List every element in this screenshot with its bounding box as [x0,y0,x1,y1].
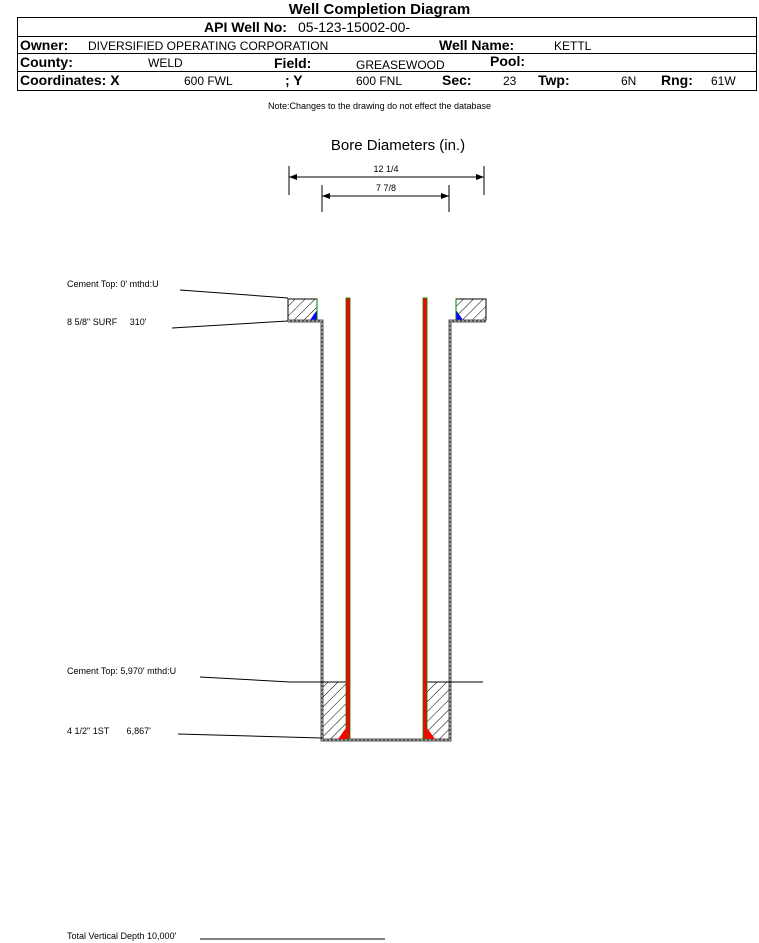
page-title: Well Completion Diagram [288,1,471,18]
leader-line [199,676,291,683]
cement-top-prod-label: Cement Top: 5,970' mthd:U [67,666,176,676]
prod-shoe-right [427,728,435,739]
county-label: County: [20,54,73,70]
leader-line [171,320,289,329]
surface-shoe-left [310,310,317,320]
county-value: WELD [148,56,183,70]
cement-top-surface-label: Cement Top: 0' mthd:U [67,279,159,289]
well-name-label: Well Name: [439,37,515,53]
sec-label: Sec: [442,72,472,88]
field-value: GREASEWOOD [356,58,445,72]
well-name-value: KETTL [554,39,592,53]
rng-label: Rng: [661,72,693,88]
coord-x-label: Coordinates: X [20,72,120,88]
pool-label: Pool: [490,53,525,69]
api-value: 05-123-15002-00- [298,19,411,35]
twp-value: 6N [621,74,637,88]
header-table: API Well No: 05-123-15002-00- Owner: DIV… [17,17,757,91]
rng-value: 61W [711,74,736,88]
owner-value: DIVERSIFIED OPERATING CORPORATION [88,39,329,53]
prod-shoe-left [338,728,346,739]
bore-diameter-2: 7 7/8 [376,183,396,193]
owner-label: Owner: [20,37,69,53]
twp-label: Twp: [538,72,570,88]
coord-x-value: 600 FWL [184,74,233,88]
surface-shoe-right [456,310,463,320]
coord-y-value: 600 FNL [356,74,403,88]
api-label: API Well No: [204,19,287,35]
sec-value: 23 [503,74,517,88]
surface-casing-label: 8 5/8" SURF 310' [67,317,147,327]
tvd-label: Total Vertical Depth 10,000' [67,931,177,941]
leader-line [179,289,289,299]
prod-cement-left [323,682,346,739]
production-casing-left [345,297,351,740]
bore-title: Bore Diameters (in.) [331,137,465,154]
leader-line [177,733,323,739]
coord-y-label: ; Y [285,72,303,88]
field-label: Field: [274,55,312,71]
prod-cement-right [426,682,449,739]
note: Note:Changes to the drawing do not effec… [268,101,491,111]
prod-casing-label: 4 1/2" 1ST 6,867' [67,726,151,736]
production-casing-right [422,297,428,740]
bore-diameter-1: 12 1/4 [373,164,398,174]
borehole-outline [288,319,486,742]
borehole-outline-dash [288,320,486,741]
